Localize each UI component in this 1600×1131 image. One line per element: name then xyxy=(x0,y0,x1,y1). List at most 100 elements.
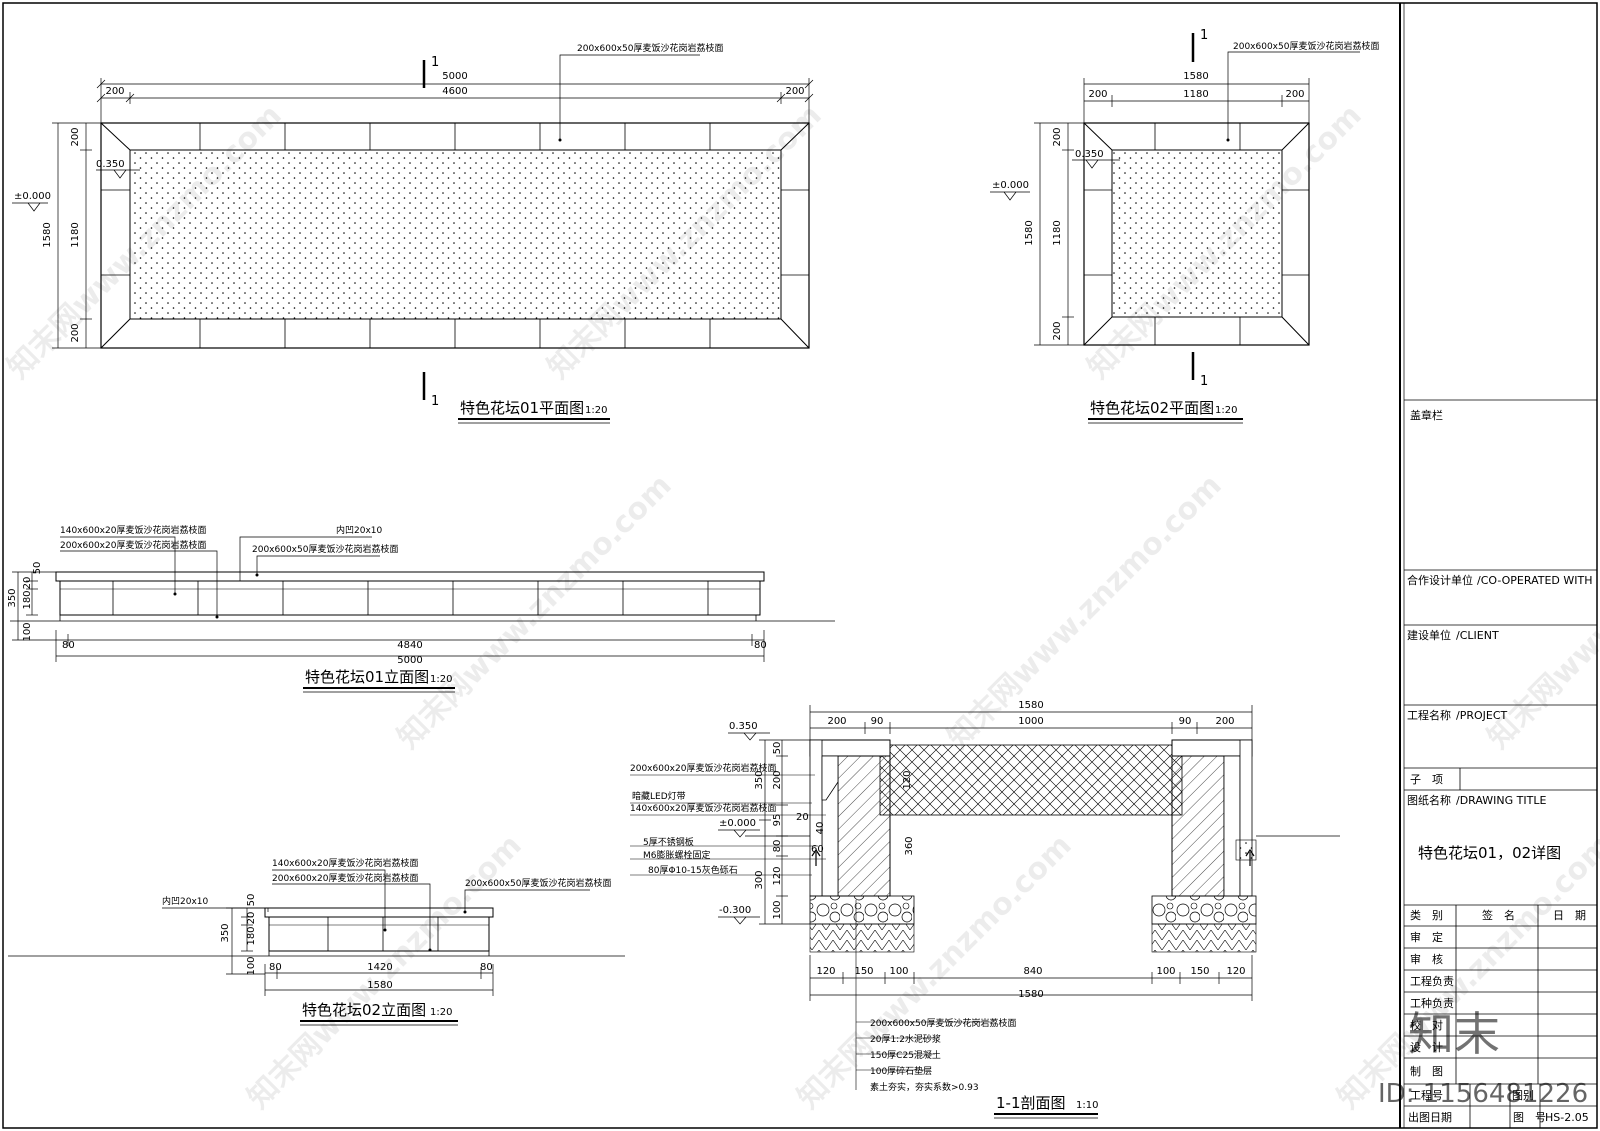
section-elev-bottom: -0.300 xyxy=(719,905,751,916)
plan-02-dim-v-mid: 1180 xyxy=(1052,220,1063,245)
section-dim-b4: 840 xyxy=(1023,966,1042,977)
section-dim-t3: 1000 xyxy=(1018,716,1043,727)
tb-row-drafting: 制 图 xyxy=(1410,1065,1443,1078)
elevation-02-note-3: 200x600x50厚麦饭沙花岗岩荔枝面 xyxy=(465,877,611,889)
tb-row-category: 图别 xyxy=(1512,1089,1534,1102)
tb-row-review: 审 核 xyxy=(1410,952,1443,966)
tb-row-drawing-no-label: 图 号 xyxy=(1513,1111,1546,1124)
watermark-4: 知末网www.znzmo.com xyxy=(391,468,679,756)
section-note-b: 暗藏LED灯带 xyxy=(632,790,686,802)
elevation-01-dim-mid: 4840 xyxy=(397,640,422,651)
section-dim-v1: 50 xyxy=(772,742,783,755)
elevation-02-dim-mid: 1420 xyxy=(367,962,392,973)
elevation-02-scale: 1:20 xyxy=(430,1007,452,1018)
section-dim-v6: 120 xyxy=(772,866,783,885)
section-note-f: 80厚Φ10-15灰色砾石 xyxy=(648,864,738,876)
section-scale: 1:10 xyxy=(1076,1100,1098,1111)
section-dim-v3: 350 xyxy=(754,770,765,789)
section-left-gravel-bed xyxy=(809,895,915,925)
tb-row-issue-date: 出图日期 xyxy=(1408,1110,1452,1124)
section-dim-v8: 100 xyxy=(772,900,783,919)
elevation-02: 80 1420 80 1580 350 50 20 180 100 140x60… xyxy=(8,857,625,1026)
elevation-01-scale: 1:20 xyxy=(430,674,452,685)
plan-01-section-mark-bottom: 1 xyxy=(431,394,439,409)
plan-02-dim-left: 200 xyxy=(1088,89,1107,100)
section-layer-5: 素土夯实，夯实系数>0.93 xyxy=(870,1081,979,1093)
elevation-01: 80 4840 80 5000 350 20 50 180 100 140x60… xyxy=(7,524,835,693)
tb-drawing-no: HS-2.05 xyxy=(1545,1111,1589,1124)
watermark-6: 知末网www.znzmo.com xyxy=(1481,468,1600,756)
plan-01-dim-total: 5000 xyxy=(442,71,467,82)
section-dim-i3: 60 xyxy=(811,844,824,855)
title-block: 盖章栏 合作设计单位 /CO-OPERATED WITH 建设单位 /CLIEN… xyxy=(1399,3,1597,1128)
elevation-01-dim-total: 5000 xyxy=(397,655,422,666)
section-layer-3: 150厚C25混凝土 xyxy=(870,1049,941,1061)
section-note-a: 200x600x20厚麦饭沙花岗岩荔枝面 xyxy=(630,762,776,774)
section-dim-t2: 90 xyxy=(871,716,884,727)
section-dim-v2: 200 xyxy=(772,770,783,789)
plan-01-elev-ground: ±0.000 xyxy=(14,191,51,202)
watermark-id: ID: 1156481226 xyxy=(1378,1079,1588,1109)
plan-02-scale: 1:20 xyxy=(1215,405,1237,416)
section-dim-i5: 360 xyxy=(904,836,915,855)
elevation-02-dim-v-c: 20 xyxy=(246,912,257,925)
plan-01-scale: 1:20 xyxy=(585,405,607,416)
elevation-02-note-4: 内凹20x10 xyxy=(162,895,209,907)
elevation-02-title: 特色花坛02立面图 xyxy=(302,1001,426,1019)
plan-02-elev-top: 0.350 xyxy=(1075,149,1104,160)
section-elev-mid: ±0.000 xyxy=(719,818,756,829)
elevation-01-dim-left: 80 xyxy=(62,640,75,651)
watermark-9: 知末网www.znzmo.com xyxy=(1331,828,1600,1116)
section-dim-b2: 150 xyxy=(854,966,873,977)
section-dim-v7: 300 xyxy=(754,870,765,889)
elevation-02-dim-left: 80 xyxy=(269,962,282,973)
elevation-02-dim-right: 80 xyxy=(480,962,493,973)
plan-01-dim-v-total: 1580 xyxy=(42,222,53,247)
tb-row-design: 设 计 xyxy=(1410,1041,1443,1054)
elevation-02-note-1: 140x600x20厚麦饭沙花岗岩荔枝面 xyxy=(272,857,418,869)
plan-01-dim-right: 200 xyxy=(785,86,804,97)
plan-02-dim-v-bottom: 200 xyxy=(1052,321,1063,340)
plan-02-dim-v-top: 200 xyxy=(1052,127,1063,146)
elevation-01-dim-v-c: 50 xyxy=(32,562,43,575)
section-dim-total-bottom: 1580 xyxy=(1018,989,1043,1000)
elevation-01-note-3: 200x600x50厚麦饭沙花岗岩荔枝面 xyxy=(252,543,398,555)
plan-02-material-note: 200x600x50厚麦饭沙花岗岩荔枝面 xyxy=(1233,40,1379,52)
plan-02-dim-inner: 1180 xyxy=(1183,89,1208,100)
tb-cooperate-label: 合作设计单位 xyxy=(1407,573,1473,587)
plan-02-section-mark-bottom: 1 xyxy=(1200,374,1208,389)
plan-01-dim-v-mid: 1180 xyxy=(70,222,81,247)
section-dim-b3: 100 xyxy=(889,966,908,977)
tb-row-project-lead: 工程负责 xyxy=(1410,974,1454,988)
plan-01-material-note: 200x600x50厚麦饭沙花岗岩荔枝面 xyxy=(577,42,723,54)
section-note-c: 140x600x20厚麦饭沙花岗岩荔枝面 xyxy=(630,802,776,814)
tb-col-type: 类 别 xyxy=(1410,908,1443,922)
plan-02-section-mark-top: 1 xyxy=(1200,28,1208,43)
section-dim-t1: 200 xyxy=(827,716,846,727)
tb-project-en: /PROJECT xyxy=(1456,709,1508,722)
plan-01-elev-top: 0.350 xyxy=(96,159,125,170)
plan-02-dim-v-total: 1580 xyxy=(1024,220,1035,245)
section-dim-i1: 20 xyxy=(796,812,809,823)
section-layer-2: 20厚1:2水泥砂浆 xyxy=(870,1033,941,1045)
elevation-01-dim-v-d: 180 xyxy=(22,590,33,609)
elevation-01-note-2: 200x600x20厚麦饭沙花岗岩荔枝面 xyxy=(60,539,206,551)
section-dim-i2: 40 xyxy=(815,822,826,835)
elevation-02-note-2: 200x600x20厚麦饭沙花岗岩荔枝面 xyxy=(272,872,418,884)
plan-02-dim-total: 1580 xyxy=(1183,71,1208,82)
tb-col-date: 日 期 xyxy=(1553,909,1586,922)
plan-02-title: 特色花坛02平面图 xyxy=(1090,399,1214,417)
plan-01-dim-left: 200 xyxy=(105,86,124,97)
elevation-01-dim-v-b: 20 xyxy=(22,577,33,590)
plan-02-planting-bed xyxy=(1111,149,1283,318)
section-dim-t4: 90 xyxy=(1179,716,1192,727)
plan-02-elev-ground: ±0.000 xyxy=(992,180,1029,191)
elevation-01-title: 特色花坛01立面图 xyxy=(305,668,429,686)
section-layer-4: 100厚碎石垫层 xyxy=(870,1065,932,1077)
elevation-02-dim-v-b: 50 xyxy=(246,894,257,907)
tb-drawing-title-en: /DRAWING TITLE xyxy=(1456,794,1546,807)
section-dim-b6: 150 xyxy=(1190,966,1209,977)
elevation-01-dim-v-e: 100 xyxy=(22,622,33,641)
section-soil-fill xyxy=(879,744,1183,816)
